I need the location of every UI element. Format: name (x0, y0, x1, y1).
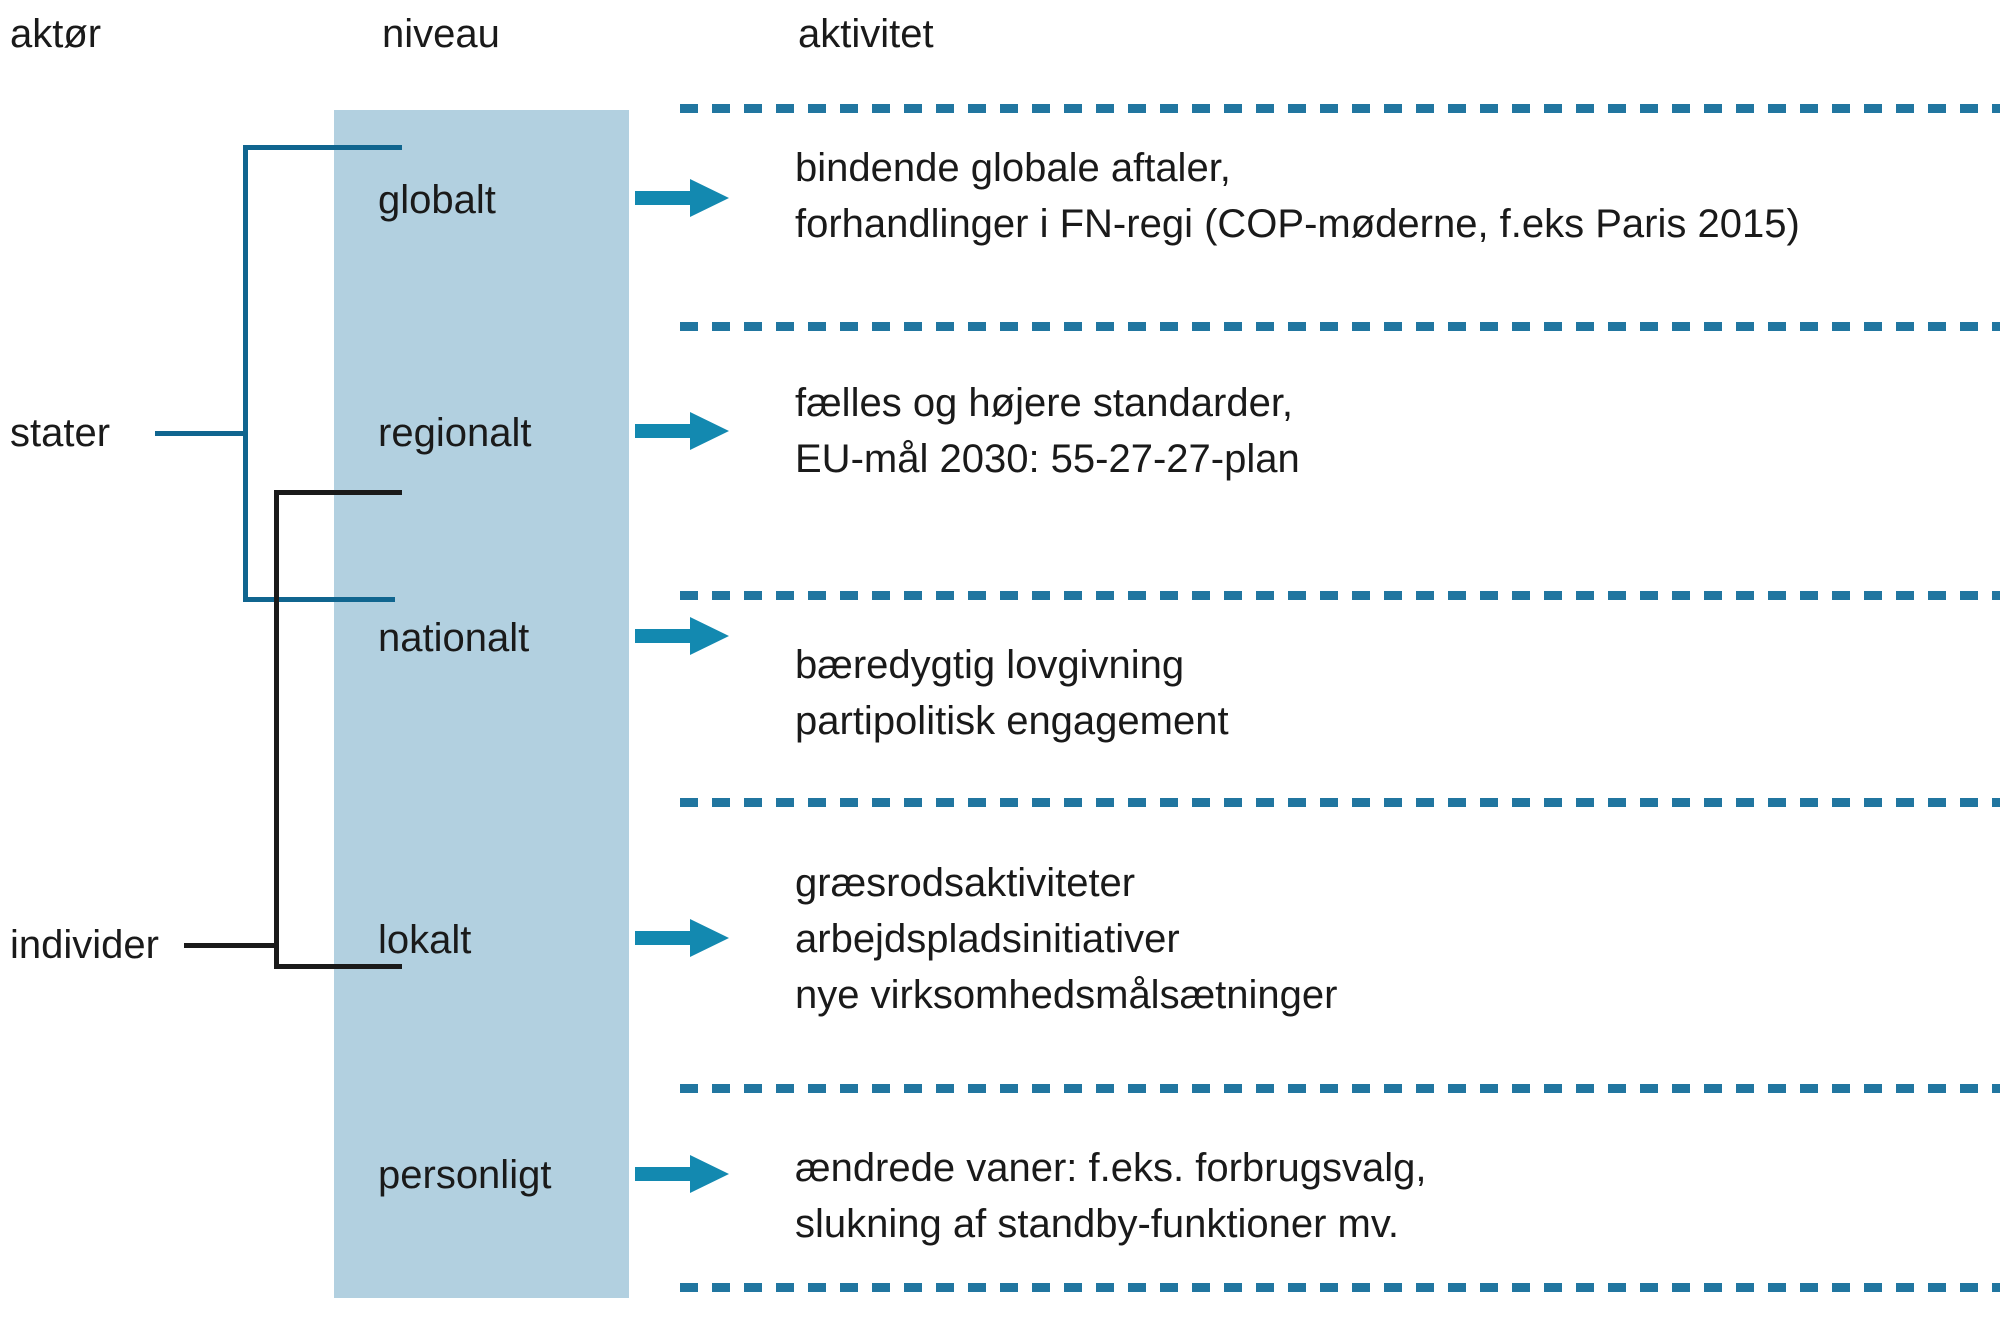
activity-line: arbejdspladsinitiativer (795, 917, 1180, 961)
bracket-individer-stem (184, 943, 276, 948)
bracket-stater-stem (155, 431, 247, 436)
column-header-activity: aktivitet (798, 12, 934, 56)
activity-line: EU-mål 2030: 55-27-27-plan (795, 437, 1300, 481)
activity-line: forhandlinger i FN-regi (COP-møderne, f.… (795, 202, 1800, 246)
separator-rule-1 (680, 104, 2000, 113)
activity-text-nationalt: bæredygtig lovgivning partipolitisk enga… (795, 637, 1229, 749)
level-label-lokalt: lokalt (378, 918, 472, 962)
separator-rule-2 (680, 322, 2000, 331)
bracket-individer-bottom-arm (274, 964, 402, 969)
actor-label-individer: individer (10, 923, 159, 967)
column-header-level: niveau (382, 12, 500, 56)
activity-text-regionalt: fælles og højere standarder, EU-mål 2030… (795, 375, 1300, 487)
activity-line: bæredygtig lovgivning (795, 643, 1185, 687)
level-label-regionalt: regionalt (378, 411, 532, 455)
activity-line: fælles og højere standarder, (795, 381, 1294, 425)
bracket-stater-bottom-arm (243, 597, 395, 602)
arrow-right-icon-personligt (635, 1152, 731, 1196)
activity-line: bindende globale aftaler, (795, 146, 1231, 190)
activity-line: græsrodsaktiviteter (795, 861, 1136, 905)
separator-rule-6 (680, 1283, 2000, 1292)
bracket-stater-spine (243, 145, 248, 602)
bracket-stater-top-arm (243, 145, 402, 150)
activity-line: slukning af standby-funktioner mv. (795, 1202, 1400, 1246)
separator-rule-5 (680, 1084, 2000, 1093)
level-band-background (334, 110, 629, 1298)
arrow-right-icon-nationalt (635, 614, 731, 658)
level-label-globalt: globalt (378, 178, 496, 222)
activity-line: ændrede vaner: f.eks. forbrugsvalg, (795, 1146, 1427, 1190)
level-label-personligt: personligt (378, 1153, 552, 1197)
separator-rule-4 (680, 798, 2000, 807)
actor-label-stater: stater (10, 411, 111, 455)
column-header-actor: aktør (10, 12, 102, 56)
arrow-right-icon-globalt (635, 176, 731, 220)
separator-rule-3 (680, 591, 2000, 600)
bracket-individer-spine (274, 490, 279, 969)
arrow-right-icon-lokalt (635, 916, 731, 960)
activity-text-personligt: ændrede vaner: f.eks. forbrugsvalg, sluk… (795, 1140, 1426, 1252)
activity-text-globalt: bindende globale aftaler, forhandlinger … (795, 140, 1800, 252)
level-label-nationalt: nationalt (378, 616, 530, 660)
arrow-right-icon-regionalt (635, 409, 731, 453)
activity-text-lokalt: græsrodsaktiviteter arbejdspladsinitiati… (795, 855, 1337, 1023)
activity-line: nye virksomhedsmålsætninger (795, 973, 1338, 1017)
bracket-individer-top-arm (274, 490, 402, 495)
activity-line: partipolitisk engagement (795, 699, 1229, 743)
